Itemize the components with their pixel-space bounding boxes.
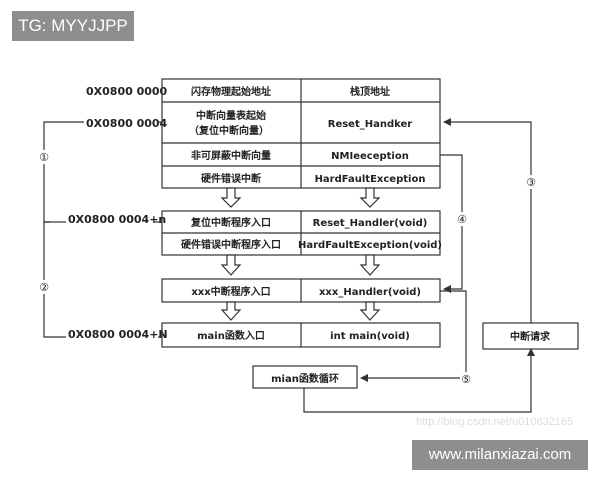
address-0x08000004-plus-N: 0X0800 0004+N	[68, 328, 168, 341]
site-watermark: www.milanxiazai.com	[412, 440, 588, 470]
address-0x08000004-plus-n: 0X0800 0004+n	[68, 213, 166, 226]
handler-table-row2-left: 硬件错误中断程序入口	[181, 238, 281, 251]
main-row-left: main函数入口	[197, 329, 265, 342]
hollow-arrow-1	[220, 187, 242, 208]
main-loop-label: mian函数循环	[271, 372, 339, 385]
main-row	[161, 322, 441, 348]
handler-table-row1-right: Reset_Handler(void)	[313, 218, 428, 229]
vector-table-row4-right: HardFaultException	[315, 174, 426, 185]
vector-table-row1-left: 闪存物理起始地址	[191, 85, 271, 98]
main-row-right: int main(void)	[330, 331, 410, 342]
vector-table-row2-left-sub: （复位中断向量）	[189, 124, 269, 137]
hollow-arrow-6	[359, 301, 381, 321]
handler-table-row1-left: 复位中断程序入口	[190, 216, 271, 229]
handler-table-row2-right: HardFaultException(void)	[298, 240, 442, 251]
step-2-marker: ②	[39, 281, 49, 294]
vector-table-row3-right: NMIeeception	[331, 151, 409, 162]
vector-table-row1-right: 栈顶地址	[350, 85, 390, 98]
main-loop-box	[252, 365, 358, 389]
hollow-arrow-4	[359, 254, 381, 276]
step-1-marker: ①	[39, 151, 49, 164]
xxx-row-right: xxx_Handler(void)	[319, 287, 421, 298]
vector-table-row4-left: 硬件错误中断	[201, 172, 261, 185]
left-connectors	[43, 121, 162, 338]
address-0x08000000: 0X0800 0000	[86, 85, 168, 98]
hollow-arrow-5	[220, 301, 242, 321]
hollow-down-arrows	[220, 187, 381, 321]
tg-label: TG: MYYJJPP	[12, 11, 134, 41]
interrupt-request-label: 中断请求	[510, 330, 551, 343]
handler-table	[161, 210, 441, 256]
hollow-arrow-2	[359, 187, 381, 208]
hollow-arrow-3	[220, 254, 242, 276]
xxx-row-left: xxx中断程序入口	[191, 285, 270, 298]
csdn-ghost-watermark: http://blog.csdn.net/u010632165	[416, 416, 574, 428]
vector-table-row2-left: 中断向量表起始	[196, 109, 266, 122]
step-4-marker: ④	[457, 213, 467, 226]
step-5-marker: ⑤	[461, 373, 471, 386]
vector-table-row2-right: Reset_Handker	[328, 119, 413, 130]
vector-table	[161, 78, 441, 189]
interrupt-request-box	[482, 322, 579, 350]
address-0x08000004: 0X0800 0004	[86, 117, 168, 130]
vector-table-row3-left: 非可屏蔽中断向量	[191, 149, 271, 162]
step-3-marker: ③	[526, 176, 536, 189]
